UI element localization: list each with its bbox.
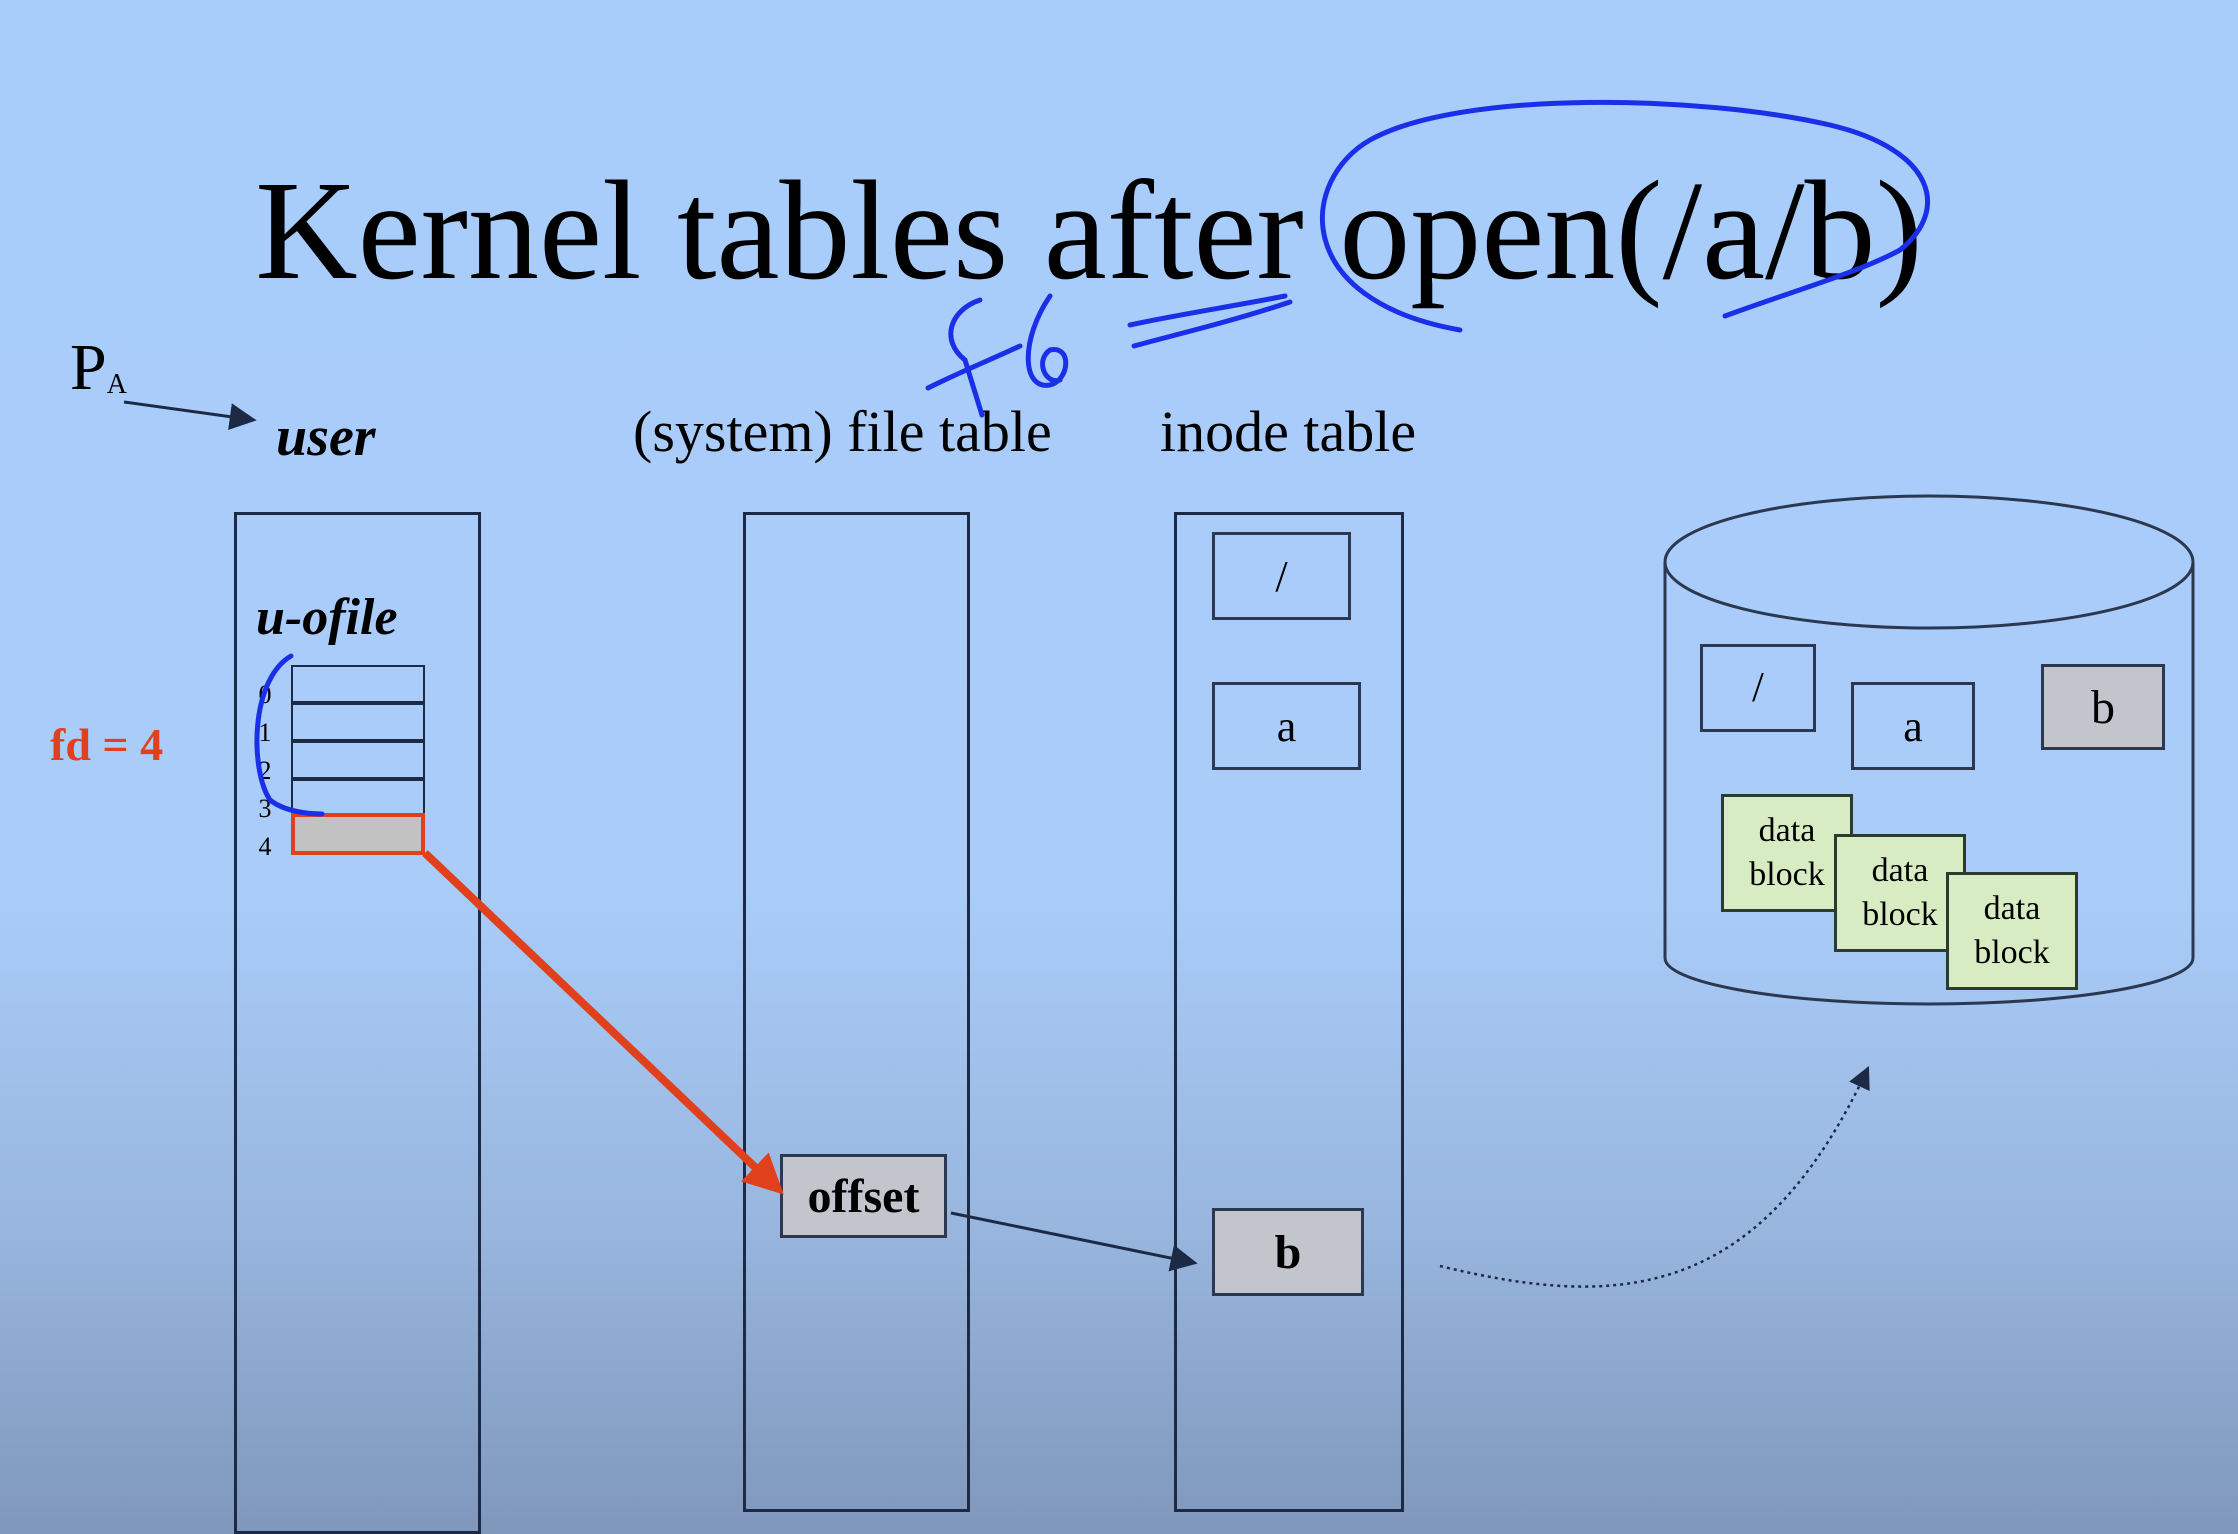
fd-pointer-arrow xyxy=(422,850,784,1195)
disk-entry-a: a xyxy=(1851,682,1975,770)
data-block-text: block xyxy=(1862,896,1938,933)
data-block: data block xyxy=(1721,794,1853,912)
inode-entry-root: / xyxy=(1212,532,1351,620)
inode-to-disk-arrow xyxy=(1439,1065,1870,1288)
fd-slot-0 xyxy=(291,665,425,703)
data-block-text: block xyxy=(1974,934,2050,971)
user-area-label: user xyxy=(276,406,376,468)
data-block-text: block xyxy=(1749,856,1825,893)
fd-slot-2 xyxy=(291,741,425,779)
fd-slot-4 xyxy=(291,813,425,855)
data-block-text: data xyxy=(1758,812,1816,849)
data-block-text: data xyxy=(1871,852,1929,889)
slot-number: 4 xyxy=(258,832,272,861)
inode-table-column xyxy=(1174,512,1404,1512)
file-table-entry-offset: offset xyxy=(780,1154,947,1238)
fd-slot-1 xyxy=(291,703,425,741)
handwritten-annotations xyxy=(254,99,1931,817)
process-pointer-arrow xyxy=(123,400,257,431)
inode-entry-b: b xyxy=(1212,1208,1364,1296)
fd-annotation: fd xyxy=(945,282,946,283)
disk-entry-b: b xyxy=(2041,664,2165,750)
inode-table-label: inode table xyxy=(1160,399,1417,464)
data-block-text: data xyxy=(1983,890,2041,927)
fd-label: fd = 4 xyxy=(50,719,164,770)
file-table-column xyxy=(743,512,970,1512)
inode-entry-a: a xyxy=(1212,682,1361,770)
user-area-column xyxy=(234,512,481,1534)
uofile-label: u-ofile xyxy=(256,589,398,646)
slot-number: 1 xyxy=(258,718,272,747)
disk-entry-root: / xyxy=(1700,644,1816,732)
process-subscript: A xyxy=(106,369,127,400)
disk-icon xyxy=(1663,494,2195,1006)
data-block: data block xyxy=(1946,872,2078,990)
slide-title: Kernel tables after open(/a/b) xyxy=(255,151,1923,309)
file-to-inode-arrow xyxy=(950,1211,1198,1272)
process-label: PA xyxy=(70,331,127,404)
data-block: data block xyxy=(1834,834,1966,952)
